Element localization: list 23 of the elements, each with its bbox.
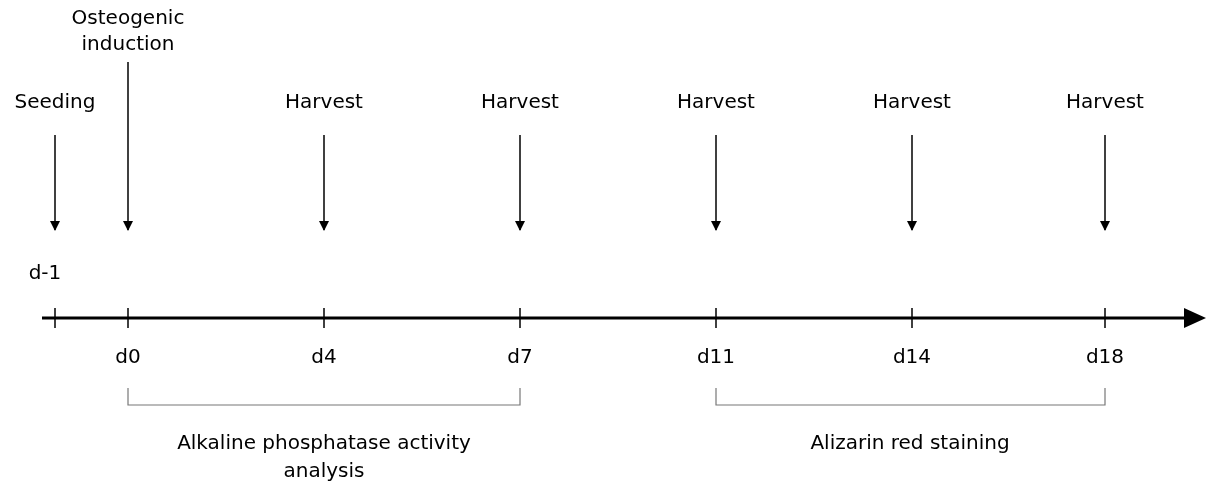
arrow: [515, 134, 525, 231]
day-label: d11: [695, 343, 737, 370]
assay-label: Alizarin red staining: [809, 429, 1011, 456]
arrow: [319, 134, 329, 231]
day-label: d14: [891, 343, 933, 370]
arrow: [907, 134, 917, 231]
event-label: Harvest: [646, 88, 786, 114]
day-label: d4: [310, 343, 338, 370]
event-label: Harvest: [842, 88, 982, 114]
day-label: d-1: [27, 259, 63, 286]
day-label: d18: [1084, 343, 1126, 370]
event-label: Seeding: [0, 88, 125, 114]
event-label: Harvest: [254, 88, 394, 114]
arrow: [123, 61, 133, 231]
event-label: Harvest: [1035, 88, 1175, 114]
event-label: Osteogenic induction: [58, 4, 198, 56]
day-label: d0: [114, 343, 142, 370]
event-label: Harvest: [450, 88, 590, 114]
arrow: [1100, 134, 1110, 231]
assay-label: Alkaline phosphatase activity analysis: [176, 429, 472, 484]
arrow: [711, 134, 721, 231]
day-label: d7: [506, 343, 534, 370]
arrow: [50, 134, 60, 231]
